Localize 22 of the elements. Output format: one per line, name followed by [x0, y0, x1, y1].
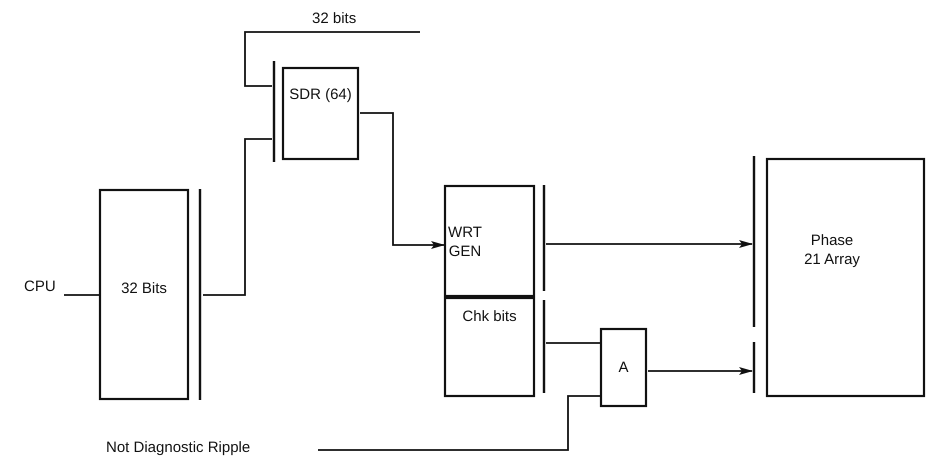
- register-label: Chk bits: [461, 307, 518, 326]
- arrow: [360, 112, 445, 249]
- register-label: Phase 21 Array: [803, 231, 861, 269]
- signal-line: [64, 294, 99, 296]
- register-box: [444, 297, 546, 397]
- register-label: A: [617, 358, 630, 377]
- arrow: [546, 240, 753, 248]
- register-box: [600, 328, 648, 407]
- register-label: 32 Bits: [120, 279, 168, 298]
- register-box: [272, 61, 360, 162]
- signal-label: Not Diagnostic Ripple: [106, 438, 318, 457]
- signal-line: [318, 395, 600, 451]
- signal-line: [203, 138, 272, 296]
- register-label: WRT GEN: [447, 223, 483, 261]
- signal-line: [546, 342, 600, 344]
- register-box: [99, 189, 203, 401]
- register-box: [752, 156, 926, 398]
- signal-line: [244, 31, 420, 87]
- register-label: SDR (64): [288, 85, 353, 104]
- signal-label: CPU: [24, 277, 64, 296]
- register-box: [444, 185, 546, 297]
- arrow: [648, 367, 753, 375]
